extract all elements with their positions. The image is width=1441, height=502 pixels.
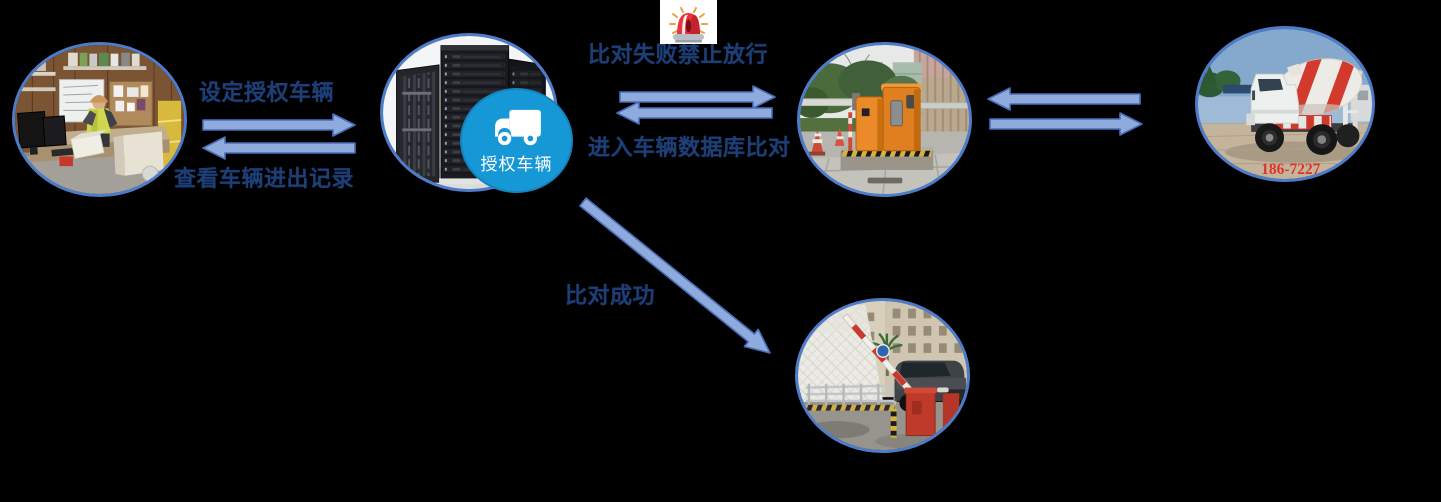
alarm-siren-icon [660, 0, 717, 44]
label-set-authorized-vehicles: 设定授权车辆 [199, 80, 335, 105]
mixer-truck-photo: 186-7227 [1195, 26, 1375, 182]
arrow-server-to-entry-gate [619, 85, 776, 109]
barrier-gate-photo [797, 42, 972, 197]
arrow-entry-gate-to-truck [989, 112, 1143, 136]
open-barrier-gate-photo [795, 298, 970, 453]
arrow-truck-to-entry-gate [987, 87, 1141, 111]
label-compare-fail-no-pass: 比对失败禁止放行 [588, 42, 769, 67]
badge-label: 授权车辆 [480, 154, 553, 174]
arrow-server-to-exit-gate [579, 197, 771, 354]
office-photo [12, 42, 187, 197]
truck-icon [494, 109, 541, 145]
office-photo-art [15, 45, 184, 194]
arrow-office-to-server [202, 113, 356, 137]
label-compare-success: 比对成功 [565, 283, 656, 308]
phone-watermark: 186-7227 [1261, 161, 1321, 178]
open-barrier-gate-art [798, 301, 967, 450]
authorized-vehicle-badge: 授权车辆 [460, 88, 573, 193]
label-enter-db-compare: 进入车辆数据库比对 [588, 135, 791, 160]
mixer-truck-art: 186-7227 [1198, 29, 1372, 179]
arrow-server-to-office [202, 136, 356, 160]
label-view-entry-exit-records: 查看车辆进出记录 [174, 166, 355, 191]
arrow-entry-gate-to-server [616, 101, 773, 125]
barrier-gate-art [800, 45, 969, 194]
